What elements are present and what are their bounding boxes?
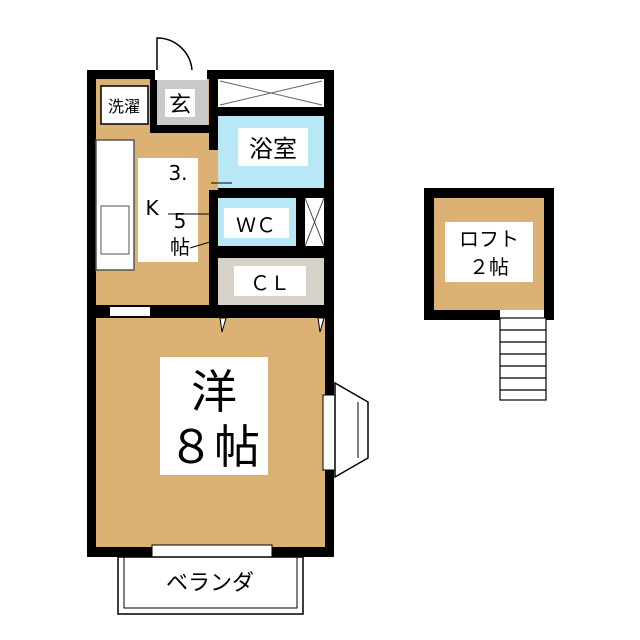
wall-horiz-bath-bottom	[218, 188, 325, 198]
closet-label: ＣＬ	[250, 271, 290, 295]
front-door-opening	[155, 68, 207, 80]
kitchen-door-gap	[209, 150, 218, 190]
wall-horiz-closet-top	[218, 246, 325, 258]
bath-label: 浴室	[249, 135, 297, 163]
wall-horiz-bath-top	[218, 107, 325, 116]
western-room-type: 洋	[191, 365, 237, 419]
window-kitchen	[110, 307, 150, 316]
laundry-label: 洗濯	[108, 97, 140, 116]
kitchen-sink	[100, 205, 130, 255]
loft-stair-gap	[500, 310, 544, 320]
wall-entrance-left	[150, 79, 157, 133]
kitchen-label-4: 帖	[170, 235, 190, 259]
wall-entrance-bottom	[150, 125, 209, 133]
loft-size: ２帖	[469, 255, 509, 279]
bay-window	[334, 381, 369, 479]
kitchen-label-3: 5	[174, 209, 187, 233]
laundry-box	[100, 85, 149, 125]
window-balcony	[151, 544, 273, 558]
front-door-swing	[156, 37, 193, 71]
window-right	[322, 394, 336, 471]
loft-ladder	[499, 317, 547, 401]
wall-vert-wc	[296, 198, 305, 246]
kitchen-label-2: K	[145, 196, 159, 220]
western-room-size: ８帖	[168, 420, 260, 474]
wc-label: ＷＣ	[236, 213, 276, 237]
wall-vert-kitchen	[209, 79, 218, 318]
loft-label: ロフト	[459, 227, 519, 251]
balcony-label: ベランダ	[166, 571, 254, 596]
wall-horiz-room-top	[96, 305, 325, 318]
entrance-label: 玄	[169, 93, 191, 118]
kitchen-label-1: 3.	[168, 161, 187, 185]
